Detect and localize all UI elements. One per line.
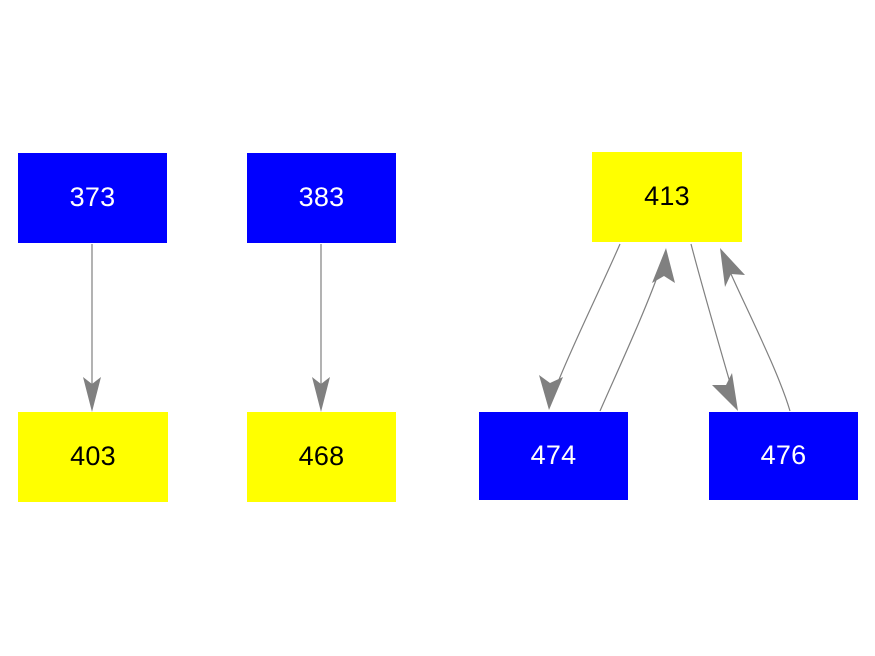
node-413[interactable]: 413 bbox=[592, 152, 742, 242]
node-373[interactable]: 373 bbox=[18, 153, 167, 243]
node-label: 413 bbox=[644, 181, 690, 211]
edge-476-413[interactable] bbox=[720, 248, 791, 412]
node-468[interactable]: 468 bbox=[247, 412, 396, 502]
arrowhead-icon bbox=[83, 377, 101, 412]
edge-383-468[interactable] bbox=[312, 244, 330, 412]
node-476[interactable]: 476 bbox=[709, 412, 858, 500]
node-474[interactable]: 474 bbox=[479, 412, 628, 500]
edge-474-413[interactable] bbox=[599, 248, 675, 412]
edge-line bbox=[599, 265, 662, 412]
arrowhead-icon bbox=[539, 375, 563, 410]
node-label: 403 bbox=[70, 441, 116, 471]
edge-373-403[interactable] bbox=[83, 244, 101, 412]
arrowhead-icon bbox=[720, 248, 745, 287]
node-label: 373 bbox=[69, 182, 116, 212]
node-label: 468 bbox=[298, 441, 345, 471]
arrowhead-icon bbox=[312, 377, 330, 412]
edge-413-474[interactable] bbox=[539, 243, 621, 410]
node-403[interactable]: 403 bbox=[18, 412, 168, 502]
edge-line bbox=[553, 243, 621, 393]
node-label: 474 bbox=[530, 440, 577, 470]
node-label: 383 bbox=[298, 182, 345, 212]
arrowhead-icon bbox=[652, 248, 675, 283]
node-label: 476 bbox=[760, 440, 807, 470]
edge-line bbox=[726, 264, 791, 412]
node-383[interactable]: 383 bbox=[247, 153, 396, 243]
edge-line bbox=[690, 243, 734, 394]
arrowhead-icon bbox=[712, 373, 738, 411]
edge-413-476[interactable] bbox=[690, 243, 738, 411]
